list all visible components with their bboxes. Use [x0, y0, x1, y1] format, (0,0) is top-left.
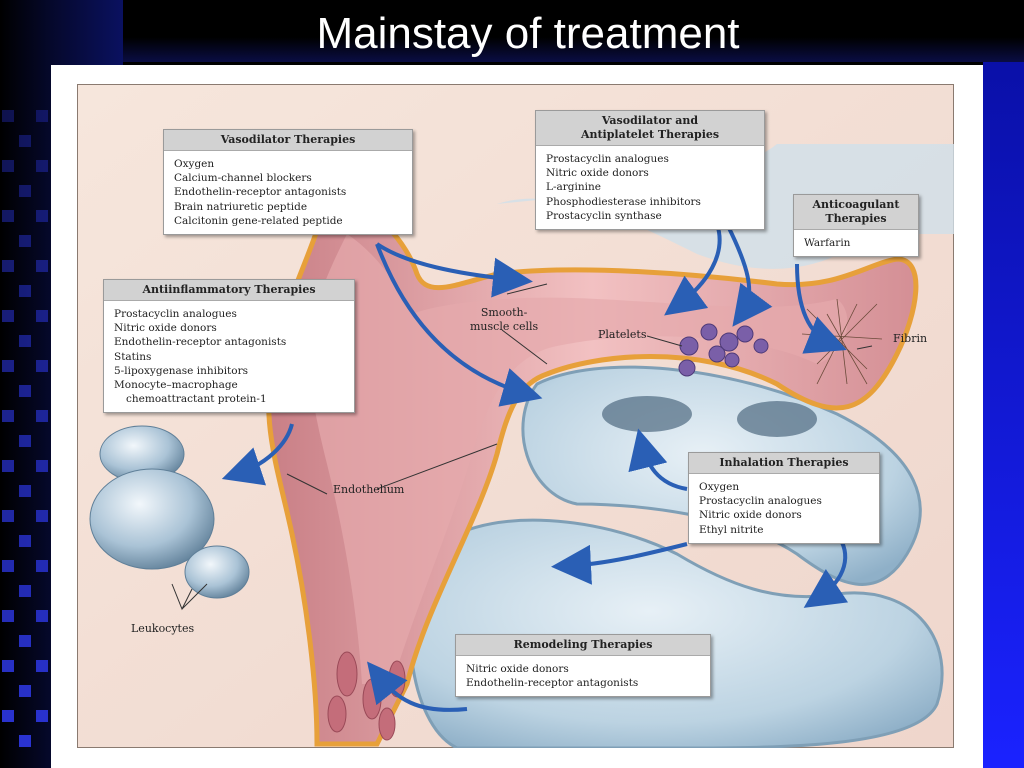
box-item: Endothelin-receptor antagonists [114, 336, 287, 349]
box-item: 5-lipoxygenase inhibitors [114, 364, 249, 377]
box-item: Prostacyclin analogues [114, 308, 237, 320]
decorative-square [2, 410, 14, 422]
inhalation-therapies-title: Inhalation Therapies [689, 453, 879, 474]
decorative-square [36, 460, 48, 472]
decorative-square [19, 335, 31, 347]
box-item: chemoattractant protein-1 [126, 393, 267, 406]
slide-title: Mainstay of treatment [316, 9, 740, 58]
box-item: Calcium-channel blockers [174, 172, 312, 185]
box-item: Endothelin-receptor antagonists [466, 677, 639, 690]
decorative-square [36, 110, 48, 122]
title-line: Anticoagulant [812, 198, 900, 211]
box-item: Endothelin-receptor antagonists [174, 186, 347, 199]
vasodilator-antiplatelet-title: Vasodilator and Antiplatelet Therapies [536, 111, 764, 146]
therapy-arrows [221, 223, 849, 712]
anticoagulant-therapies-title: Anticoagulant Therapies [794, 195, 918, 230]
leukocytes-label: Leukocytes [131, 622, 195, 635]
alveolus-dark-spot [602, 396, 692, 432]
vasodilator-antiplatelet-box: Vasodilator and Antiplatelet Therapies P… [535, 110, 765, 231]
decorative-square [19, 485, 31, 497]
remodeling-therapies-title: Remodeling Therapies [456, 635, 710, 656]
box-item: Prostacyclin analogues [699, 495, 822, 508]
box-item: Oxygen [699, 481, 740, 493]
title-line: Antiplatelet Therapies [580, 128, 720, 141]
vasodilator-therapies-title: Vasodilator Therapies [164, 130, 412, 151]
box-item: L-arginine [546, 181, 601, 194]
decorative-squares [0, 110, 50, 760]
antiinflammatory-therapies-box: Antiinflammatory Therapies Prostacyclin … [103, 279, 355, 414]
decorative-square [36, 660, 48, 672]
vasodilator-therapies-box: Vasodilator Therapies Oxygen Calcium-cha… [163, 129, 413, 236]
box-item: Prostacyclin synthase [546, 209, 662, 222]
decorative-square [2, 660, 14, 672]
box-item: Nitric oxide donors [114, 322, 217, 335]
box-item: Calcitonin gene-related peptide [174, 214, 343, 227]
decorative-square [2, 460, 14, 472]
decorative-square [2, 710, 14, 722]
alveolus-dark-spot [737, 401, 817, 437]
leukocytes-group [89, 425, 250, 599]
antiinflammatory-therapies-title: Antiinflammatory Therapies [104, 280, 354, 301]
decorative-square [19, 735, 31, 747]
decorative-square [36, 310, 48, 322]
box-item: Nitric oxide donors [699, 509, 802, 522]
decorative-square [2, 310, 14, 322]
slide-right-border [983, 60, 1024, 768]
label-line: muscle cells [470, 320, 539, 333]
smooth-muscle-label: Smooth- muscle cells [470, 306, 538, 334]
decorative-square [36, 360, 48, 372]
box-item: Nitric oxide donors [466, 663, 569, 675]
decorative-square [2, 210, 14, 222]
decorative-square [19, 435, 31, 447]
decorative-square [36, 160, 48, 172]
box-item: Ethyl nitrite [699, 523, 764, 536]
decorative-square [2, 560, 14, 572]
decorative-square [36, 410, 48, 422]
box-item: Phosphodiesterase inhibitors [546, 195, 701, 208]
decorative-square [2, 110, 14, 122]
decorative-square [36, 510, 48, 522]
decorative-square [2, 260, 14, 272]
box-item: Oxygen [174, 158, 215, 170]
decorative-square [19, 285, 31, 297]
decorative-square [2, 160, 14, 172]
decorative-square [19, 385, 31, 397]
title-line: Therapies [825, 212, 887, 225]
decorative-square [19, 635, 31, 647]
decorative-square [19, 235, 31, 247]
platelets-label: Platelets [598, 328, 647, 341]
title-bar [123, 0, 1024, 62]
inhalation-therapies-box: Inhalation Therapies Oxygen Prostacyclin… [688, 452, 880, 544]
decorative-square [19, 535, 31, 547]
decorative-square [19, 135, 31, 147]
box-item: Prostacyclin analogues [546, 153, 669, 165]
fibrin-label: Fibrin [893, 332, 928, 345]
decorative-square [36, 210, 48, 222]
anticoagulant-therapies-box: Anticoagulant Therapies Warfarin [793, 194, 919, 258]
decorative-square [36, 610, 48, 622]
platelet-cluster [678, 323, 769, 377]
box-item: Brain natriuretic peptide [174, 200, 308, 213]
decorative-square [2, 360, 14, 372]
decorative-square [19, 185, 31, 197]
decorative-square [36, 260, 48, 272]
box-item: Warfarin [804, 237, 851, 249]
endothelium-label: Endothelium [333, 483, 405, 496]
box-item: Nitric oxide donors [546, 167, 649, 180]
decorative-square [36, 560, 48, 572]
remodeling-therapies-box: Remodeling Therapies Nitric oxide donors… [455, 634, 711, 698]
decorative-square [2, 510, 14, 522]
title-line: Vasodilator and [601, 114, 699, 127]
label-line: Smooth- [480, 306, 528, 319]
decorative-square [19, 685, 31, 697]
box-item: Statins [114, 350, 152, 363]
decorative-square [2, 610, 14, 622]
decorative-square [36, 710, 48, 722]
box-item: Monocyte–macrophage [114, 379, 238, 392]
decorative-square [19, 585, 31, 597]
